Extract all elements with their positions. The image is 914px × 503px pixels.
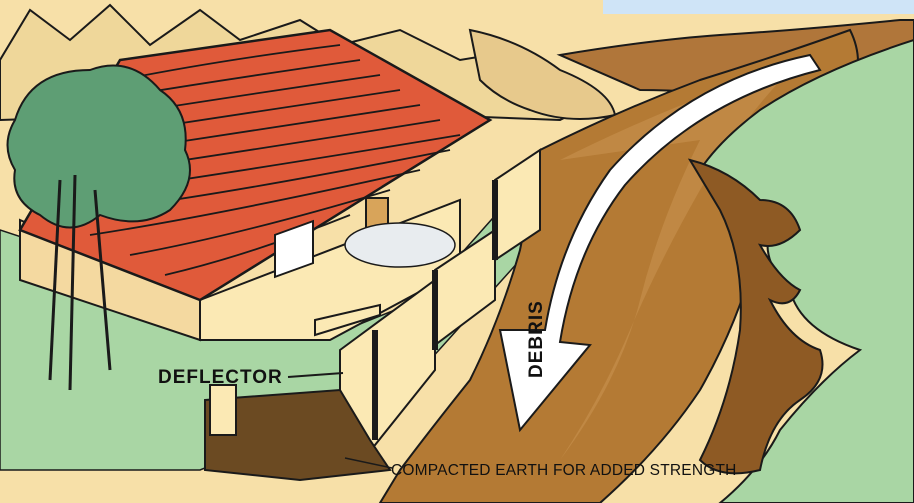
label-debris: DEBRIS bbox=[526, 300, 547, 378]
earth-ledge bbox=[210, 385, 236, 435]
gravel-patch bbox=[345, 223, 455, 267]
label-deflector: DEFLECTOR bbox=[158, 367, 283, 388]
corner-panel bbox=[603, 0, 914, 14]
label-compacted-earth: COMPACTED EARTH FOR ADDED STRENGTH bbox=[391, 462, 737, 479]
